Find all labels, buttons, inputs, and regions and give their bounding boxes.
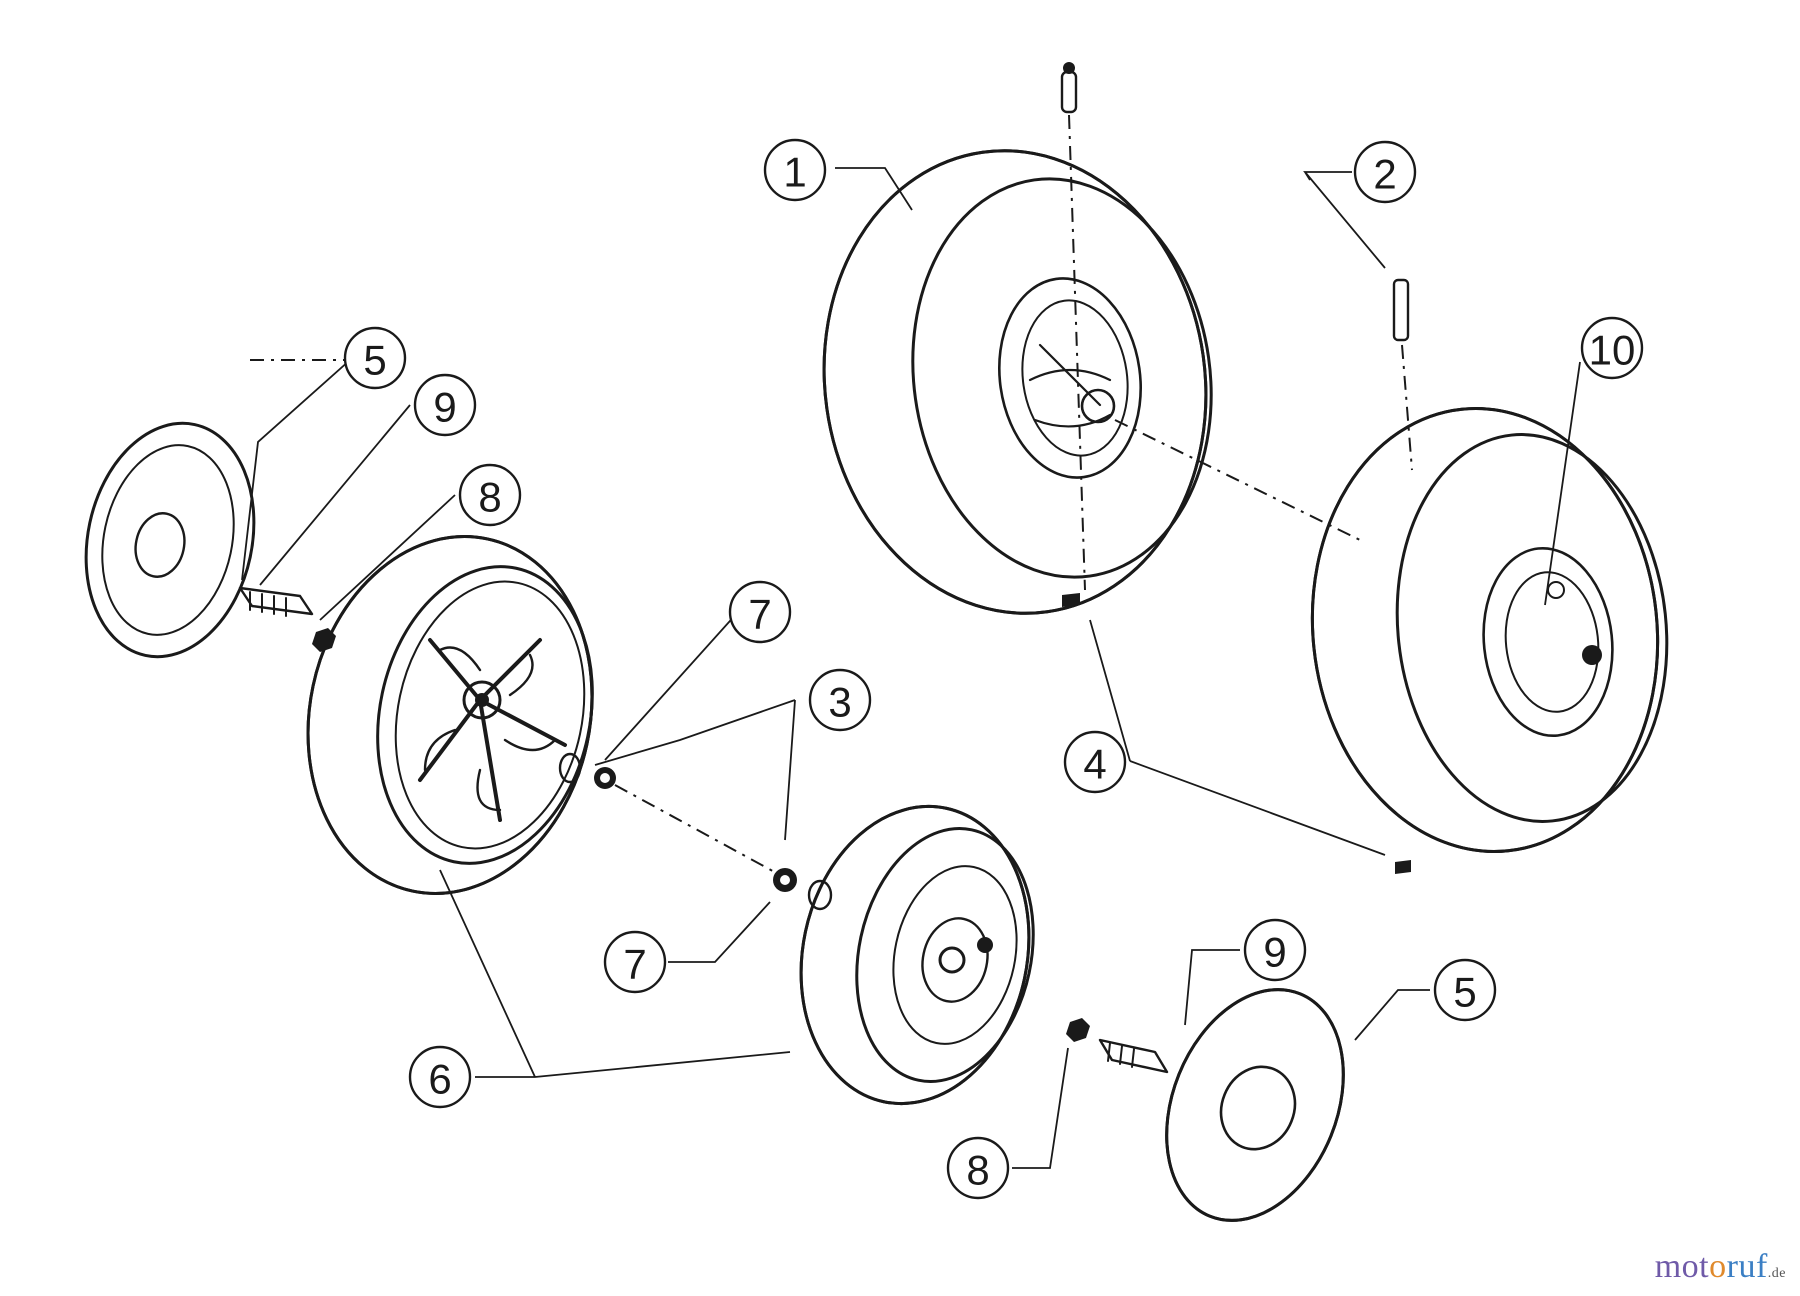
bushing-upper — [594, 767, 616, 789]
callout-6: 6 — [408, 1045, 472, 1109]
callout-7-upper: 7 — [728, 580, 792, 644]
front-wheel-center — [799, 804, 1035, 1106]
valve-stem — [1060, 62, 1078, 114]
svg-text:7: 7 — [748, 591, 771, 638]
pin-upper — [1392, 278, 1410, 342]
svg-text:8: 8 — [478, 474, 501, 521]
bushing-lower — [773, 868, 797, 892]
axis-line-axle — [1114, 419, 1361, 541]
front-wheel-left — [306, 535, 594, 895]
callout-1: 1 — [763, 138, 827, 202]
callout-10: 10 — [1580, 316, 1644, 380]
callout-9-upper: 9 — [413, 373, 477, 437]
watermark-tld: .de — [1767, 1266, 1786, 1281]
hub-cap-left — [84, 421, 256, 659]
axis-line-front — [614, 784, 781, 876]
svg-text:9: 9 — [433, 384, 456, 431]
watermark-part-2: o — [1709, 1248, 1727, 1285]
clip-lower-center — [1062, 593, 1080, 607]
callout-8-lower: 8 — [946, 1136, 1010, 1200]
callout-4: 4 — [1063, 730, 1127, 794]
svg-text:1: 1 — [783, 149, 806, 196]
callout-5-left: 5 — [343, 326, 407, 390]
rear-wheel-right — [1310, 406, 1669, 854]
nut-right — [1066, 1018, 1090, 1042]
svg-text:8: 8 — [966, 1147, 989, 1194]
callout-2: 2 — [1353, 140, 1417, 204]
watermark-logo: motoruf.de — [1655, 1248, 1786, 1286]
svg-text:10: 10 — [1589, 327, 1636, 374]
rear-wheel-left — [822, 149, 1213, 615]
svg-text:6: 6 — [428, 1056, 451, 1103]
axle-bolt-left — [238, 586, 314, 617]
washer-lower — [807, 879, 833, 911]
callout-5-right: 5 — [1433, 958, 1497, 1022]
axis-line-pin — [1401, 344, 1413, 471]
washer-left — [558, 752, 582, 784]
hub-cap-right — [1165, 988, 1345, 1222]
callout-3: 3 — [808, 668, 872, 732]
axle-bolt-right — [1098, 1038, 1169, 1074]
watermark-part-1: mot — [1654, 1248, 1710, 1285]
callout-9-lower: 9 — [1243, 918, 1307, 982]
svg-text:7: 7 — [623, 941, 646, 988]
callout-8-upper: 8 — [458, 463, 522, 527]
nut-left — [312, 628, 336, 652]
axis-line-vertical — [1068, 114, 1086, 591]
clip-lower-right — [1395, 860, 1411, 874]
svg-text:9: 9 — [1263, 929, 1286, 976]
svg-text:3: 3 — [828, 679, 851, 726]
svg-text:5: 5 — [1453, 969, 1476, 1016]
svg-text:4: 4 — [1083, 741, 1106, 788]
watermark-part-3: ruf — [1726, 1248, 1768, 1285]
svg-text:2: 2 — [1373, 151, 1396, 198]
leader-lines — [241, 167, 1581, 1169]
svg-text:5: 5 — [363, 337, 386, 384]
callout-7-lower: 7 — [603, 930, 667, 994]
